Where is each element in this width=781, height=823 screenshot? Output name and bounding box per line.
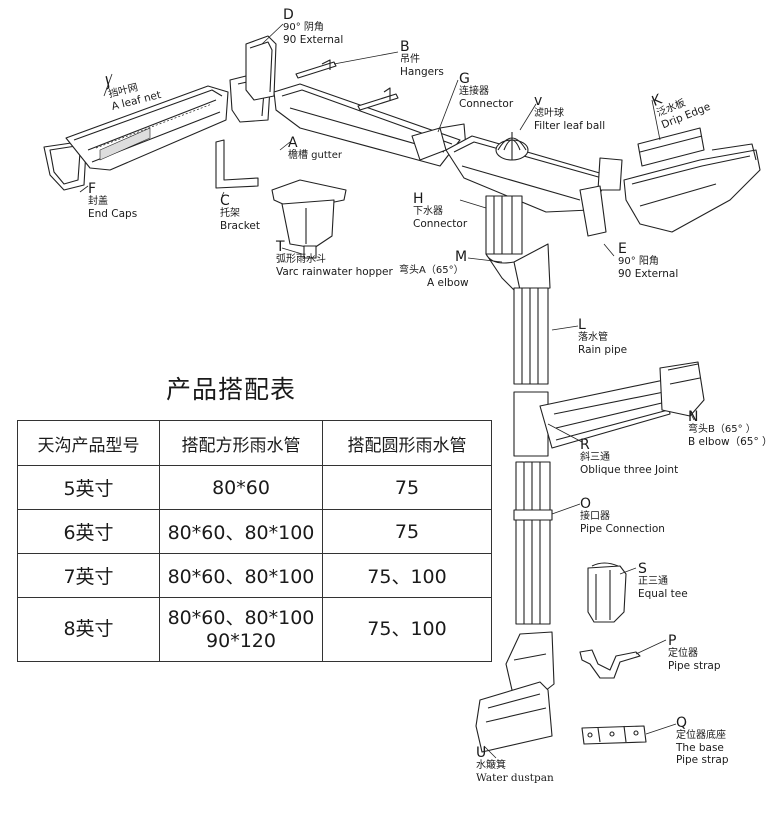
equal-tee-drawing (587, 562, 627, 623)
part-S-label: S 正三通 Equal tee (638, 561, 688, 600)
model-cell: 6英寸 (17, 509, 160, 554)
part-O-label: O 接口器 Pipe Connection (580, 496, 665, 535)
part-T-label: T 弧形雨水斗 Varc rainwater hopper (276, 239, 393, 278)
downspout-top-drawing (485, 195, 551, 293)
round-pipe-cell: 75、100 (322, 553, 492, 598)
base-strap-drawing (581, 725, 647, 745)
part-G-label: G 连接器 Connector (459, 71, 514, 110)
column-header: 搭配圆形雨水管 (322, 420, 492, 466)
table-row: 8英寸 80*60、80*100 90*120 75、100 (17, 597, 492, 662)
round-pipe-cell: 75 (322, 465, 492, 510)
part-B-label: B 吊件 Hangers (400, 39, 444, 78)
water-dustpan-drawing (475, 631, 555, 753)
pipe-strap-drawing (579, 649, 641, 679)
table-row: 6英寸 80*60、80*100 75 (17, 509, 492, 554)
part-P-label: P 定位器 Pipe strap (668, 633, 721, 672)
part-C-label: C 托架 Bracket (220, 193, 261, 232)
part-F-label: F 封盖 End Caps (88, 181, 138, 220)
column-header: 天沟产品型号 (17, 420, 160, 466)
part-R-label: R 斜三通 Oblique three Joint (580, 437, 679, 476)
part-A-label: A 檐槽 gutter (288, 135, 342, 161)
square-pipe-cell: 80*60、80*100 90*120 (159, 597, 323, 662)
part-D-label: D 90° 阴角 90 External (283, 7, 344, 46)
round-pipe-cell: 75、100 (322, 597, 492, 662)
round-pipe-cell: 75 (322, 509, 492, 554)
part-U-label: U 水簸箕 Water dustpan (476, 745, 554, 784)
table-title: 产品搭配表 (166, 375, 297, 404)
square-pipe-cell: 80*60 (159, 465, 323, 510)
part-L-label: L 落水管 Rain pipe (578, 317, 628, 356)
internal-corner-drawing (229, 35, 277, 123)
hangers-drawing (295, 59, 399, 111)
drip-edge-and-external-corner-drawing (623, 127, 761, 233)
model-cell: 5英寸 (17, 465, 160, 510)
part-M-label: M 弯头A（65°） A elbow (399, 249, 469, 289)
hopper-drawing (271, 179, 347, 259)
leader-lines (79, 23, 695, 759)
table-header-row: 天沟产品型号 搭配方形雨水管 搭配圆形雨水管 (17, 420, 492, 466)
square-pipe-cell: 80*60、80*100 (159, 553, 323, 598)
column-header: 搭配方形雨水管 (159, 420, 323, 466)
model-cell: 7英寸 (17, 553, 160, 598)
table-row: 5英寸 80*60 75 (17, 465, 492, 510)
main-gutter-drawing (273, 83, 461, 167)
product-matching-table: 天沟产品型号 搭配方形雨水管 搭配圆形雨水管 5英寸 80*60 75 6英寸 … (17, 420, 492, 662)
part-E-label: E 90° 阳角 90 External (618, 241, 679, 280)
part-Q-label: Q 定位器底座 The base Pipe strap (676, 715, 729, 766)
right-gutter-drawing (445, 132, 623, 237)
table-row: 7英寸 80*60、80*100 75、100 (17, 553, 492, 598)
part-H-label: H 下水器 Connector (413, 191, 468, 230)
bracket-drawing (215, 139, 259, 189)
lower-pipe-drawing (513, 461, 553, 625)
oblique-tee-drawing (513, 361, 705, 457)
model-cell: 8英寸 (17, 597, 160, 662)
leaf-net-gutter-drawing (65, 85, 229, 171)
part-N-label: N 弯头B（65° ） B elbow（65° ） (688, 409, 773, 448)
part-V-label: v 滤叶球 Filter leaf ball (534, 93, 606, 132)
rain-pipe-drawing (513, 287, 549, 385)
square-pipe-cell: 80*60、80*100 (159, 509, 323, 554)
